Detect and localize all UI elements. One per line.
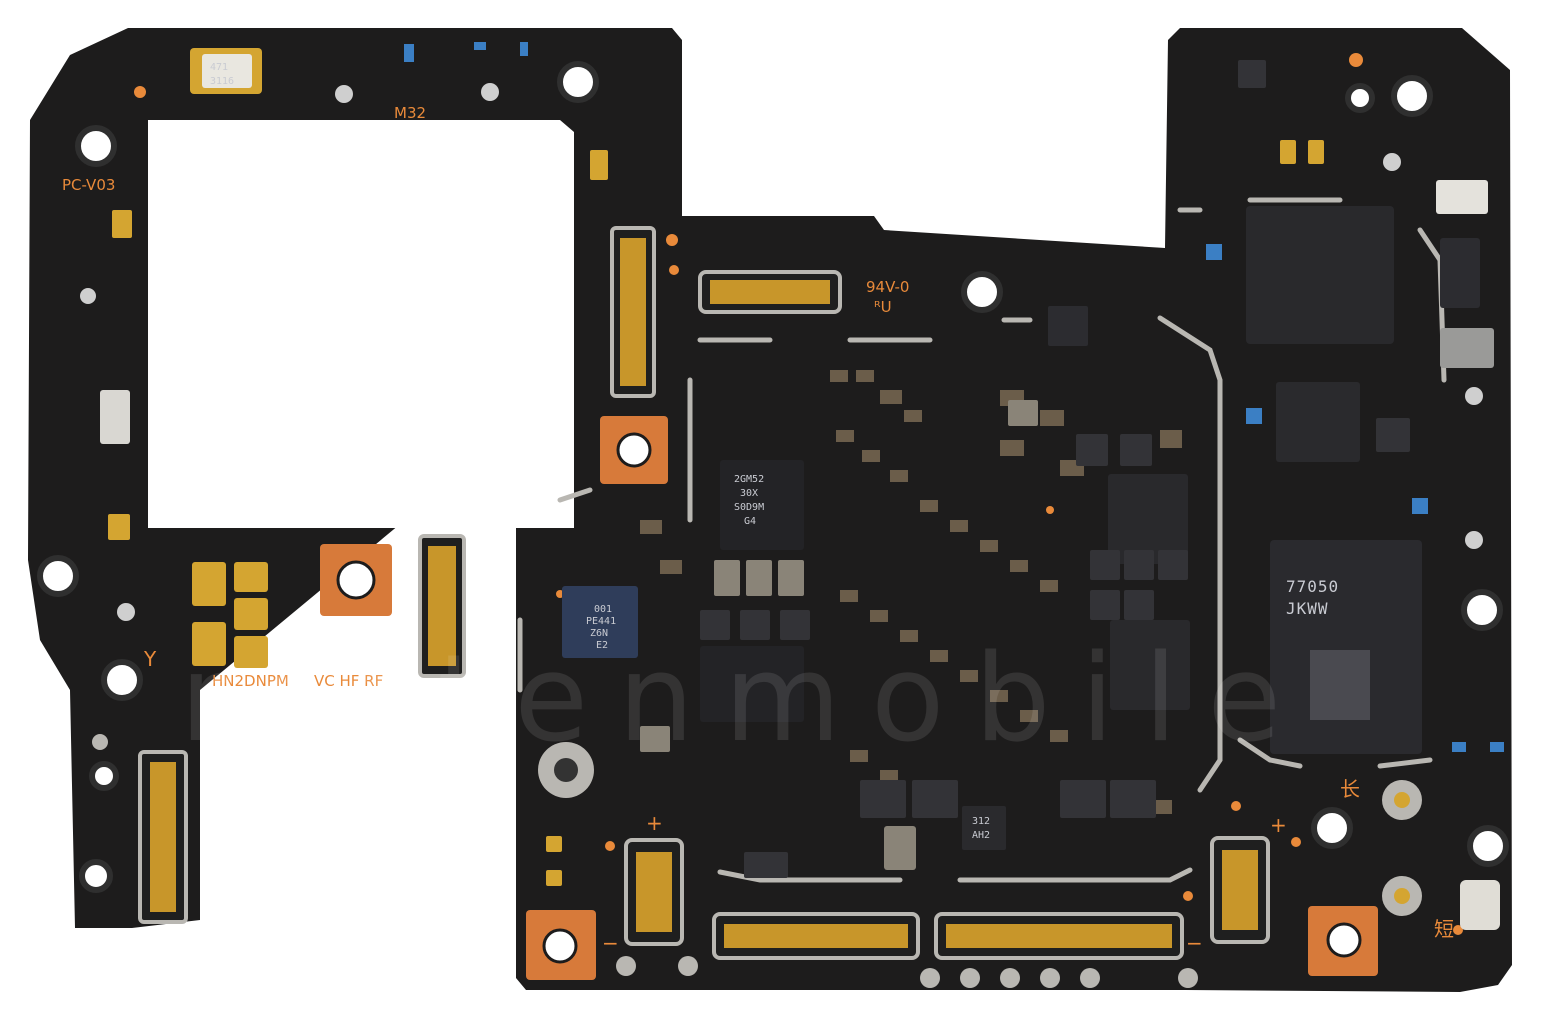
modem-marking-1: 77050	[1286, 577, 1339, 596]
microphone-module: 471 3116	[190, 48, 262, 94]
label-long: 长	[1340, 777, 1360, 801]
cpu-chip	[1246, 206, 1394, 344]
camera-cutout	[148, 120, 574, 528]
label-plus-left: +	[646, 811, 663, 835]
orange-dots	[134, 53, 1463, 935]
mic-marking-1: 471	[210, 62, 228, 73]
pmic-marking-2: 30X	[740, 488, 758, 499]
lower-chip	[700, 646, 804, 722]
modem-chip	[1270, 540, 1422, 754]
label-test-points: VC HF RF	[314, 672, 383, 690]
rf-marking-2: PE441	[586, 616, 616, 627]
flash-chip	[1108, 474, 1188, 564]
bottom-left-white	[0, 930, 516, 1020]
dark-components	[700, 60, 1410, 878]
test-pads	[92, 734, 1198, 988]
copper-pad-holes	[336, 432, 1362, 964]
label-minus-right: −	[1186, 931, 1203, 955]
ic-chips: 77050 JKWW 001 PE441 Z6N E2 2GM52 30X S0…	[562, 180, 1494, 850]
bottom-marking-2: AH2	[972, 830, 990, 841]
label-plus-right: +	[1270, 813, 1287, 837]
rf-marking-4: E2	[596, 640, 608, 651]
rf-frontend-chip	[562, 586, 638, 658]
right-notch-cutout	[686, 30, 1162, 246]
watermark-text: rottenmobile	[180, 630, 1311, 769]
passive-components	[640, 370, 1182, 814]
label-minus-left: −	[602, 931, 619, 955]
gold-contact-pads	[108, 150, 608, 668]
label-y: Y	[143, 647, 157, 671]
pmic-marking-3: S0D9M	[734, 502, 764, 513]
modem-marking-2: JKWW	[1286, 599, 1329, 618]
blue-components	[404, 42, 1504, 752]
bottom-marking-1: 312	[972, 816, 990, 827]
rf-marking-3: Z6N	[590, 628, 608, 639]
label-codes: HN2DNPM	[212, 672, 289, 690]
pmic-chip	[720, 460, 804, 550]
label-ul-mark: ᴿU	[874, 298, 892, 316]
rf-chip	[1276, 382, 1360, 462]
label-short: 短	[1434, 917, 1454, 941]
board-connectors	[138, 226, 1270, 960]
rf-marking-1: 001	[594, 604, 612, 615]
antenna-connectors	[80, 83, 1500, 930]
inductors	[640, 400, 1038, 870]
pmic-marking-1: 2GM52	[734, 474, 764, 485]
label-m32: M32	[394, 104, 426, 122]
label-pc-version: PC-V03	[62, 176, 115, 194]
camera-pads	[546, 140, 1324, 886]
pmic-marking-4: G4	[744, 516, 756, 527]
label-rating: 94V-0	[866, 278, 909, 296]
bottom-chip	[962, 806, 1006, 850]
mic-marking-2: 3116	[210, 76, 234, 87]
